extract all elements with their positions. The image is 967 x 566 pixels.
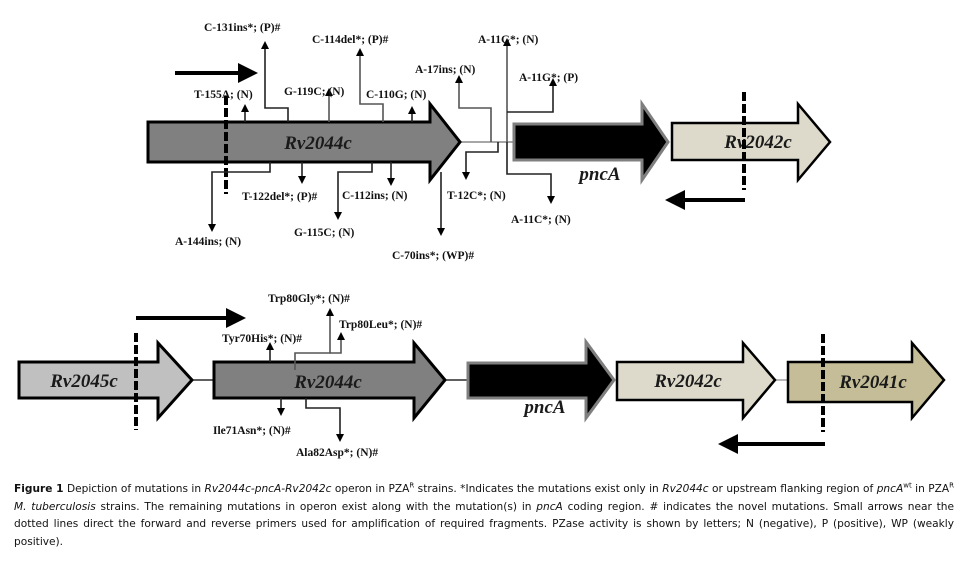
gene-rv2044c-top: Rv2044c <box>146 99 462 185</box>
gene-rv2041c-bottom: Rv2041c <box>786 339 946 422</box>
gene-rv2042c-top: Rv2042c <box>670 100 832 184</box>
gene-rv2044c-bottom: Rv2044c <box>212 338 447 423</box>
mutation-label: A-17ins; (N) <box>415 64 476 76</box>
mutation-label: A-144ins; (N) <box>175 236 241 248</box>
caption-italic: Rv2044c-pncA-Rv2042c <box>204 483 332 495</box>
caption-italic: pncA <box>536 500 563 513</box>
mutation-label: C-110G; (N) <box>366 89 427 101</box>
mutation-label: T-12C*; (N) <box>447 190 506 202</box>
gene-pnca-top: pncA <box>512 99 670 185</box>
mutation-label: Tyr70His*; (N)# <box>222 333 302 345</box>
leader-a17ins <box>455 75 492 142</box>
mutation-label: T-155A; (N) <box>194 89 253 101</box>
leader-trp80leu <box>330 332 345 354</box>
caption-text: strains. *Indicates the mutations exist … <box>414 483 663 495</box>
gene-label-pnca: pncA <box>522 397 565 418</box>
leader-a144ins <box>208 162 271 232</box>
mutation-label: Ala82Asp*; (N)# <box>296 447 378 459</box>
gene-label-rv2042c: Rv2042c <box>653 371 722 392</box>
mutation-label: G-119C; (N) <box>284 86 345 98</box>
caption-text: in PZA <box>911 483 950 495</box>
bottom-diagram: Rv2045c Rv2044c pncA Rv2042c Rv2041c <box>17 293 946 459</box>
caption-superscript: R <box>949 481 954 490</box>
mutation-label: C-70ins*; (WP)# <box>392 250 474 262</box>
operon-diagram: Rv2044c pncA Rv2042c <box>17 22 946 459</box>
caption-text: coding region. # indicates the novel mut… <box>14 500 954 548</box>
gene-rv2042c-bottom: Rv2042c <box>615 339 777 422</box>
mutation-label: A-11G*; (N) <box>478 34 539 46</box>
gene-pnca-bottom: pncA <box>466 337 616 423</box>
mutation-label: T-122del*; (P)# <box>242 191 318 203</box>
gene-label-rv2045c: Rv2045c <box>49 371 118 392</box>
leader-trp80gly <box>294 308 334 370</box>
leader-t12c <box>462 142 499 180</box>
gene-label-pnca: pncA <box>577 164 620 185</box>
caption-text: strains. The remaining mutations in oper… <box>95 500 537 513</box>
leader-a11c <box>506 142 555 204</box>
caption-italic: M. tuberculosis <box>14 500 96 513</box>
mutation-label: Trp80Leu*; (N)# <box>339 319 422 331</box>
gene-rv2045c-bottom: Rv2045c <box>17 339 195 422</box>
leader-c131ins <box>261 41 289 122</box>
mutation-label: Trp80Gly*; (N)# <box>268 293 350 305</box>
mutation-label: Ile71Asn*; (N)# <box>213 425 291 437</box>
leader-a11g-p <box>507 78 557 113</box>
caption-text: or upstream flanking region of <box>708 483 877 495</box>
gene-label-rv2044c: Rv2044c <box>293 372 362 393</box>
mutation-label: A-11G*; (P) <box>519 72 578 84</box>
gene-label-rv2041c: Rv2041c <box>838 372 907 393</box>
gene-label-rv2042c: Rv2042c <box>723 132 792 153</box>
mutation-label: A-11C*; (N) <box>511 214 571 226</box>
leader-g115c <box>334 162 373 220</box>
mutation-label: C-114del*; (P)# <box>312 34 389 46</box>
top-diagram: Rv2044c pncA Rv2042c <box>146 22 832 262</box>
caption-superscript: R <box>409 481 415 490</box>
figure-caption: Figure 1 Depiction of mutations in Rv204… <box>14 481 954 551</box>
caption-superscript: wt <box>903 481 912 490</box>
mutation-label: C-131ins*; (P)# <box>204 22 281 34</box>
caption-text: Depiction of mutations in <box>63 483 205 495</box>
caption-italic: Rv2044c <box>662 483 709 495</box>
caption-text: operon in PZA <box>331 483 410 495</box>
leader-c114del <box>356 48 384 122</box>
figure-number: Figure 1 <box>14 483 64 495</box>
leader-ala82asp <box>305 398 344 442</box>
mutation-label: G-115C; (N) <box>294 227 355 239</box>
gene-label-rv2044c: Rv2044c <box>283 133 352 154</box>
caption-italic: pncA <box>876 483 904 495</box>
mutation-label: C-112ins; (N) <box>342 190 408 202</box>
